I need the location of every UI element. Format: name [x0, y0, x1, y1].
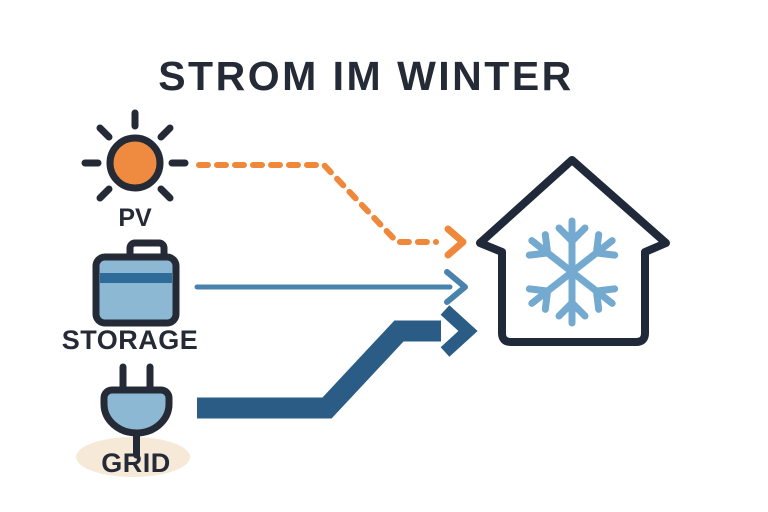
pv-flow-arrow — [196, 162, 467, 259]
plug-icon — [100, 363, 173, 459]
battery-stripe — [100, 273, 172, 283]
storage-label: STORAGE — [62, 325, 199, 355]
plug-body — [100, 386, 173, 437]
grid-shadow-ellipse — [76, 437, 190, 477]
sun-disc — [106, 134, 164, 192]
grid-flow-arrow — [197, 305, 478, 419]
battery-icon — [92, 239, 180, 327]
sun-icon — [81, 109, 189, 202]
battery-body — [92, 253, 180, 327]
storage-arrowhead-icon — [444, 269, 468, 305]
grid-label: GRID — [101, 448, 171, 478]
pv-arrowhead-icon — [444, 225, 467, 259]
page-title: STROM IM WINTER — [158, 53, 574, 99]
grid-flow-line — [197, 320, 441, 419]
pv-flow-line — [196, 162, 439, 245]
sun-rays — [81, 109, 189, 202]
snowflake-icon — [525, 217, 619, 327]
storage-flow-arrow — [194, 269, 468, 305]
grid-arrowhead-icon — [440, 305, 478, 357]
house-icon — [476, 156, 670, 346]
pv-label: PV — [118, 204, 152, 232]
